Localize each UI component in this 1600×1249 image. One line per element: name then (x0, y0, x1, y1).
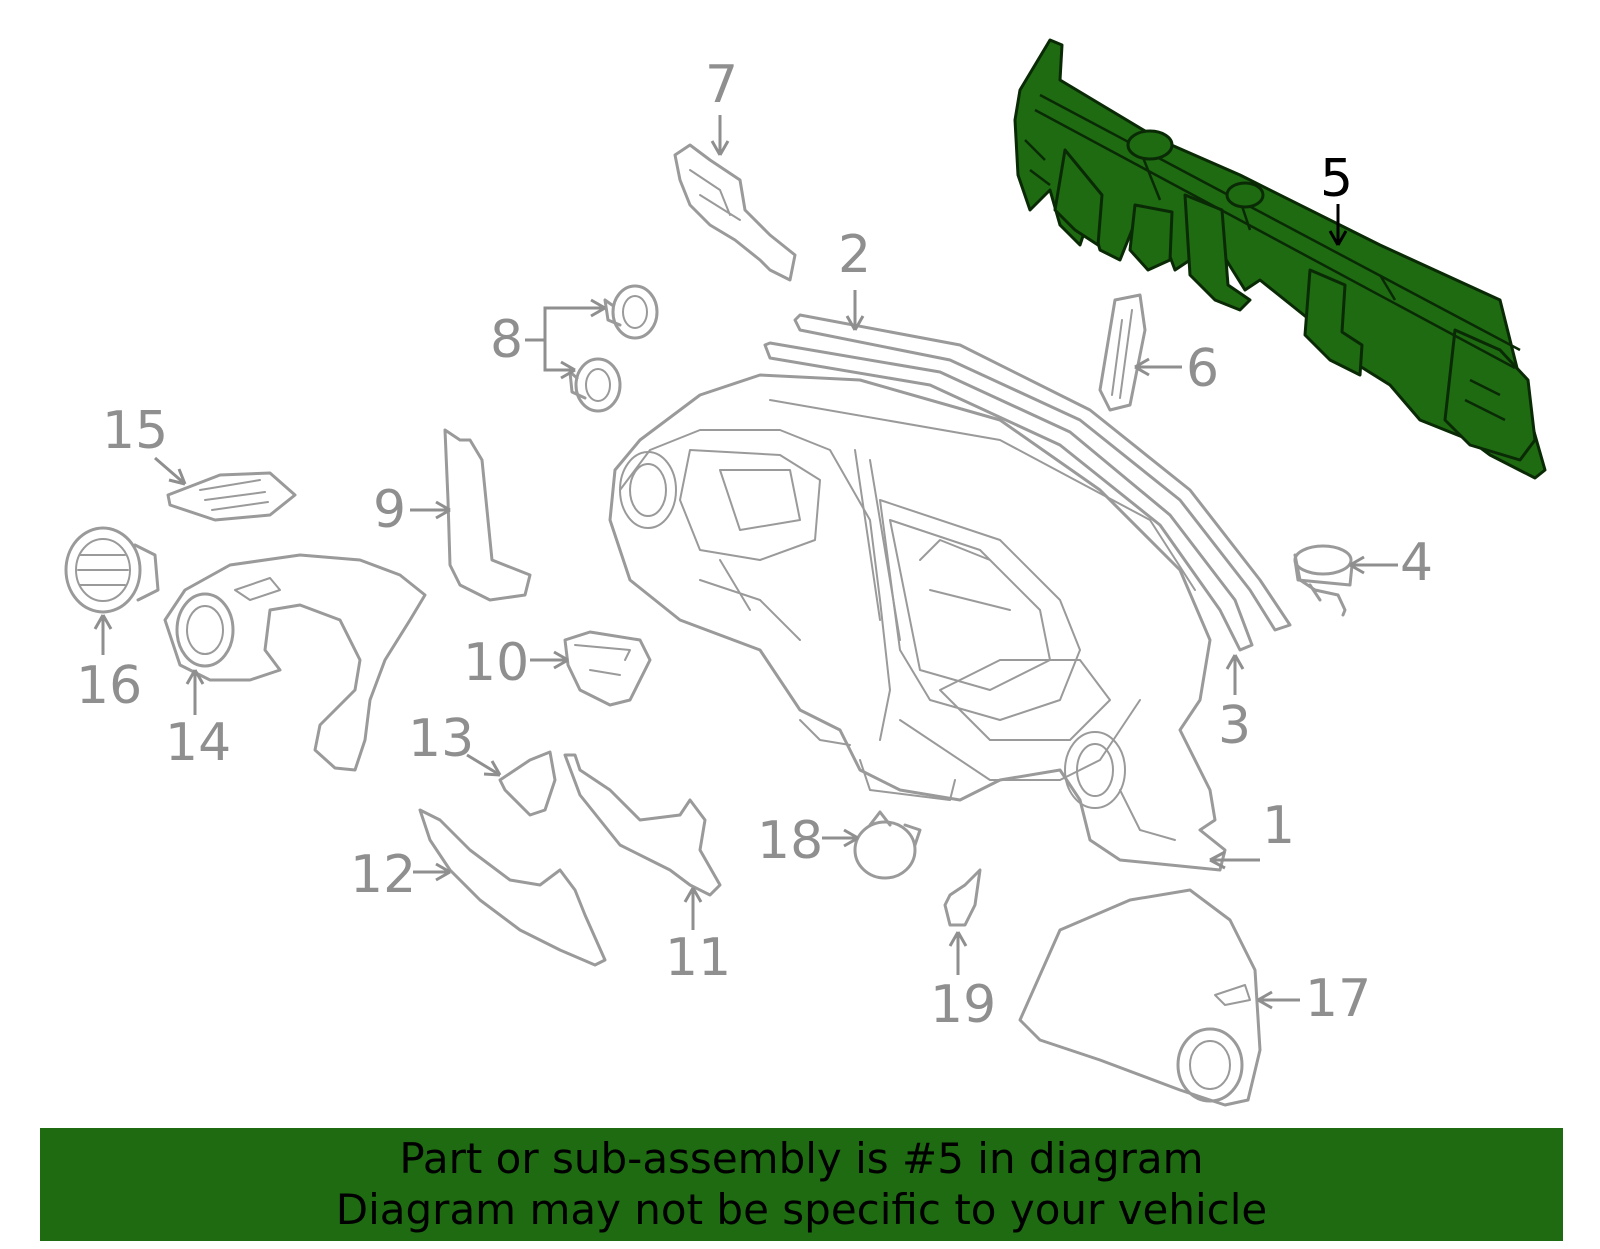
banner-line-2: Diagram may not be specific to your vehi… (335, 1185, 1268, 1234)
part-7-bracket[interactable] (673, 143, 797, 282)
callout-4: 4 (1400, 533, 1433, 593)
part-2-molding[interactable] (793, 313, 1292, 632)
callout-16: 16 (76, 656, 142, 716)
callout-1: 1 (1262, 796, 1295, 856)
callout-2: 2 (838, 225, 871, 285)
part-11-bracket[interactable] (563, 753, 722, 897)
part-14-cluster-bezel[interactable] (163, 553, 427, 772)
callout-7: 7 (705, 55, 738, 115)
info-banner: Part or sub-assembly is #5 in diagram Di… (40, 1128, 1563, 1241)
callout-10: 10 (463, 633, 529, 693)
callout-8: 8 (490, 310, 523, 370)
part-4-cap[interactable] (1293, 544, 1354, 617)
part-5-cross-car-beam[interactable] (1013, 38, 1547, 480)
callout-11: 11 (665, 928, 731, 988)
leader-lines (93, 115, 1398, 1010)
callout-19: 19 (930, 975, 996, 1035)
callout-18: 18 (757, 811, 823, 871)
part-19-clip[interactable] (943, 868, 982, 927)
callout-12: 12 (350, 845, 416, 905)
part-12-lower-cover[interactable] (418, 808, 607, 967)
part-6-bracket[interactable] (1098, 293, 1147, 412)
part-17-glove-box[interactable] (1018, 888, 1262, 1107)
part-8-grommets[interactable] (568, 284, 659, 413)
part-13-bracket[interactable] (498, 750, 557, 817)
part-3-molding[interactable] (763, 341, 1254, 652)
part-9-side-panel[interactable] (443, 428, 532, 602)
callout-5: 5 (1320, 149, 1353, 209)
callout-3: 3 (1218, 696, 1251, 756)
callout-13: 13 (408, 709, 474, 769)
callout-6: 6 (1186, 339, 1219, 399)
part-1-instrument-panel[interactable] (608, 373, 1227, 872)
callout-labels: 1 2 3 4 5 6 7 8 9 10 11 12 13 14 15 16 1… (76, 55, 1433, 1035)
callout-14: 14 (165, 713, 231, 773)
part-18-switch[interactable] (853, 810, 922, 880)
part-10-bezel[interactable] (563, 630, 652, 707)
part-16-round-vent[interactable] (64, 526, 160, 614)
callout-17: 17 (1305, 969, 1371, 1029)
callout-15: 15 (102, 401, 168, 461)
banner-line-1: Part or sub-assembly is #5 in diagram (399, 1134, 1204, 1183)
part-15-vent[interactable] (166, 471, 297, 522)
callout-9: 9 (373, 480, 406, 540)
